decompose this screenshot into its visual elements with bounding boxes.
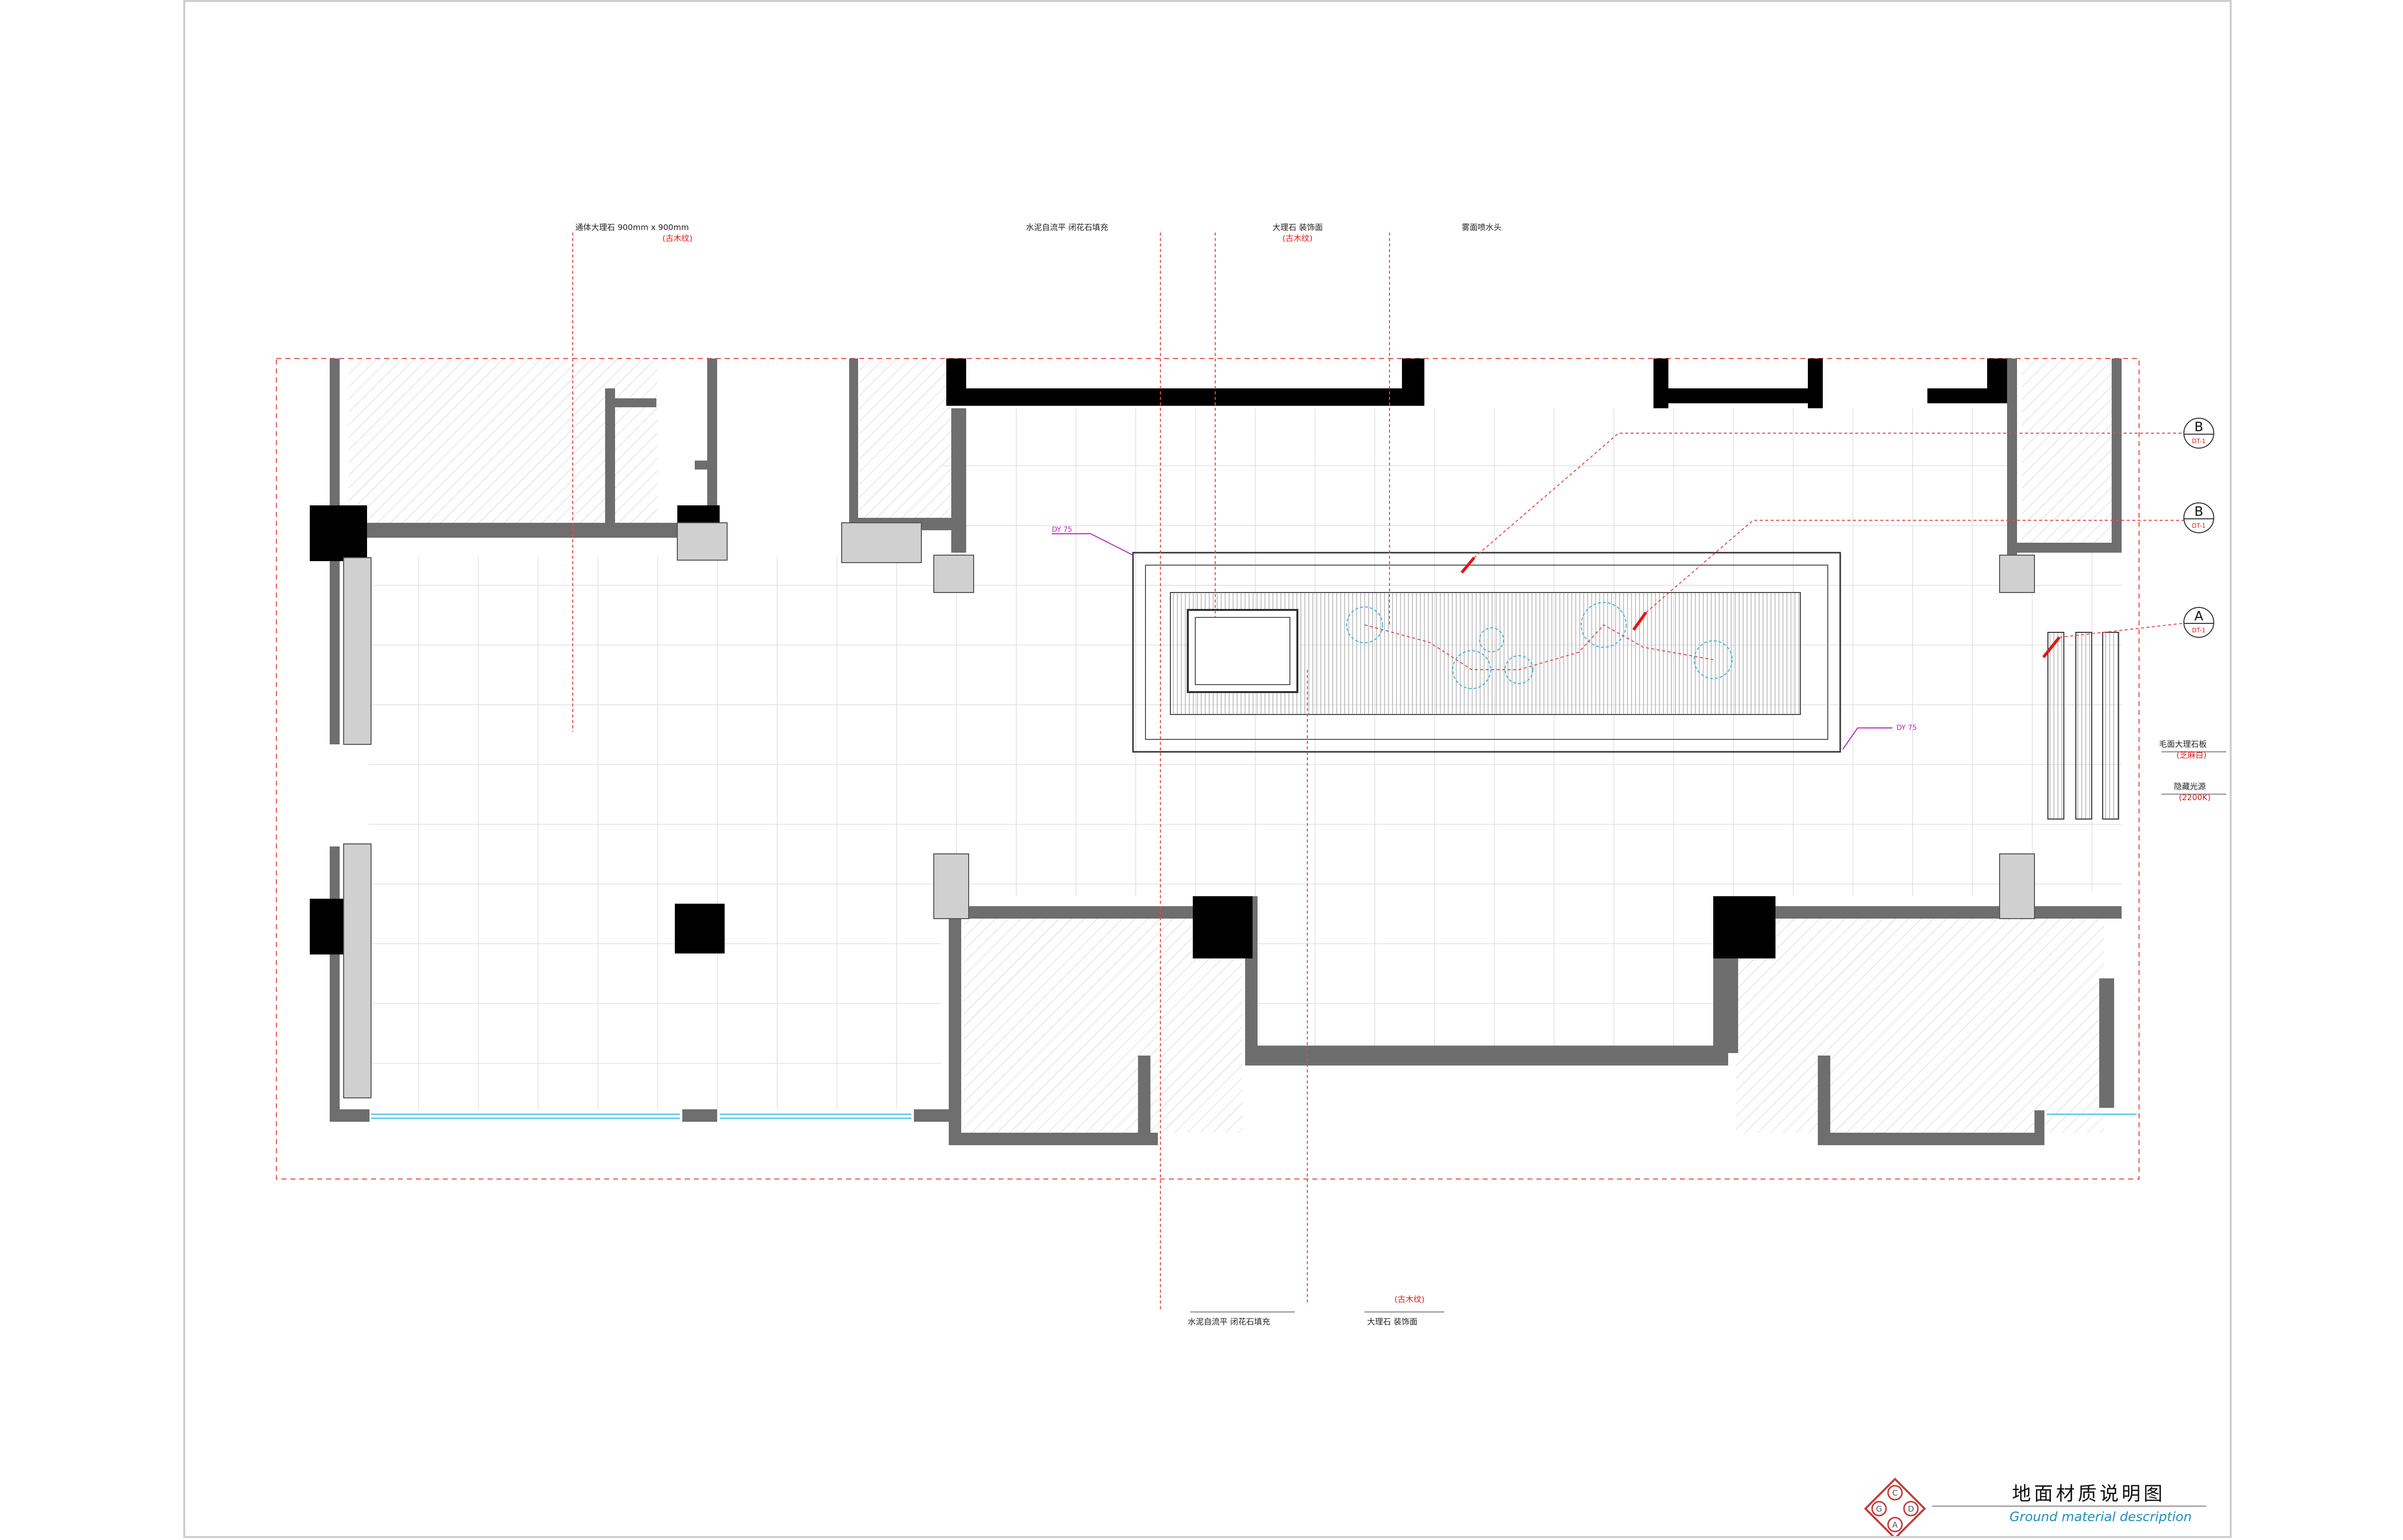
section-bubble-3: A DT-1 [2183, 607, 2214, 638]
callout-right-1-sub: (芝麻白) [2176, 750, 2207, 760]
drawing-title-en: Ground material description [2010, 1510, 2192, 1525]
callout-top-2: 水泥自流平 闭花石填充 [1026, 223, 1108, 232]
section-cut-a [2042, 636, 2061, 658]
section-bubble-2: B DT-1 [2183, 502, 2214, 533]
callout-top-1: 通体大理石 900mm x 900mm [575, 223, 689, 232]
callout-right-2-sub: (2200K) [2179, 793, 2211, 802]
top-wall-band [946, 358, 2007, 408]
svg-text:B: B [2194, 420, 2203, 435]
dim-markers: DY 75 DY 75 [1052, 526, 1917, 750]
sheet-frame [183, 0, 2232, 1538]
callouts-top: 通体大理石 900mm x 900mm (古木纹) 水泥自流平 闭花石填充 大理… [575, 223, 1502, 243]
callout-bottom-2-sub: (古木纹) [1394, 1295, 1425, 1304]
callout-bottom-2: 大理石 装饰面 [1367, 1317, 1417, 1326]
site-boundary [276, 358, 2140, 1180]
svg-text:C: C [1892, 1488, 1897, 1498]
dim-label-1: DY 75 [1052, 526, 1072, 534]
svg-text:DT-1: DT-1 [2192, 522, 2205, 529]
walls [330, 358, 2122, 1145]
section-bubbles: B DT-1 B DT-1 A DT-1 [2183, 418, 2214, 638]
section-cut-b2 [1632, 611, 1647, 631]
stone-strips [2047, 632, 2119, 820]
callout-right-1: 毛面大理石板 [2159, 739, 2207, 749]
dim-label-2: DY 75 [1897, 724, 1917, 732]
svg-text:B: B [2194, 504, 2203, 519]
svg-text:A: A [1893, 1520, 1898, 1530]
callouts-right: 毛面大理石板 (芝麻白) 隐藏光源 (2200K) [2159, 739, 2211, 802]
callout-top-3-sub: (古木纹) [1282, 234, 1313, 243]
windows [371, 1113, 2137, 1119]
section-bubble-1: B DT-1 [2183, 418, 2214, 449]
hatched-rooms [349, 358, 2112, 1133]
callout-top-1-sub: (古木纹) [662, 234, 693, 243]
callout-top-4: 雾面喷水头 [1462, 223, 1502, 232]
callout-bottom-1: 水泥自流平 闭花石填充 [1188, 1317, 1270, 1326]
leader-underlines [1190, 751, 2226, 1312]
leader-lines [572, 233, 2192, 1309]
svg-text:DT-1: DT-1 [2192, 438, 2205, 445]
spray-heads [1346, 602, 1733, 689]
callout-right-2: 隐藏光源 [2174, 782, 2206, 791]
callout-top-3: 大理石 装饰面 [1272, 223, 1323, 232]
cadg-logo: C A D G [1864, 1477, 1926, 1540]
svg-text:A: A [2194, 609, 2203, 624]
callouts-bottom: 水泥自流平 闭花石填充 大理石 装饰面 (古木纹) [1188, 1295, 1425, 1326]
drawing-title-cn: 地面材质说明图 [2012, 1483, 2165, 1505]
title-block: C A D G 地面材质说明图 Ground material descript… [1864, 1477, 2206, 1540]
svg-text:G: G [1876, 1504, 1882, 1514]
section-cut-b1 [1460, 557, 1476, 574]
svg-text:D: D [1908, 1504, 1914, 1514]
wall-trims [343, 522, 2035, 1098]
spray-link-line [1364, 624, 1714, 670]
svg-text:DT-1: DT-1 [2192, 627, 2205, 634]
